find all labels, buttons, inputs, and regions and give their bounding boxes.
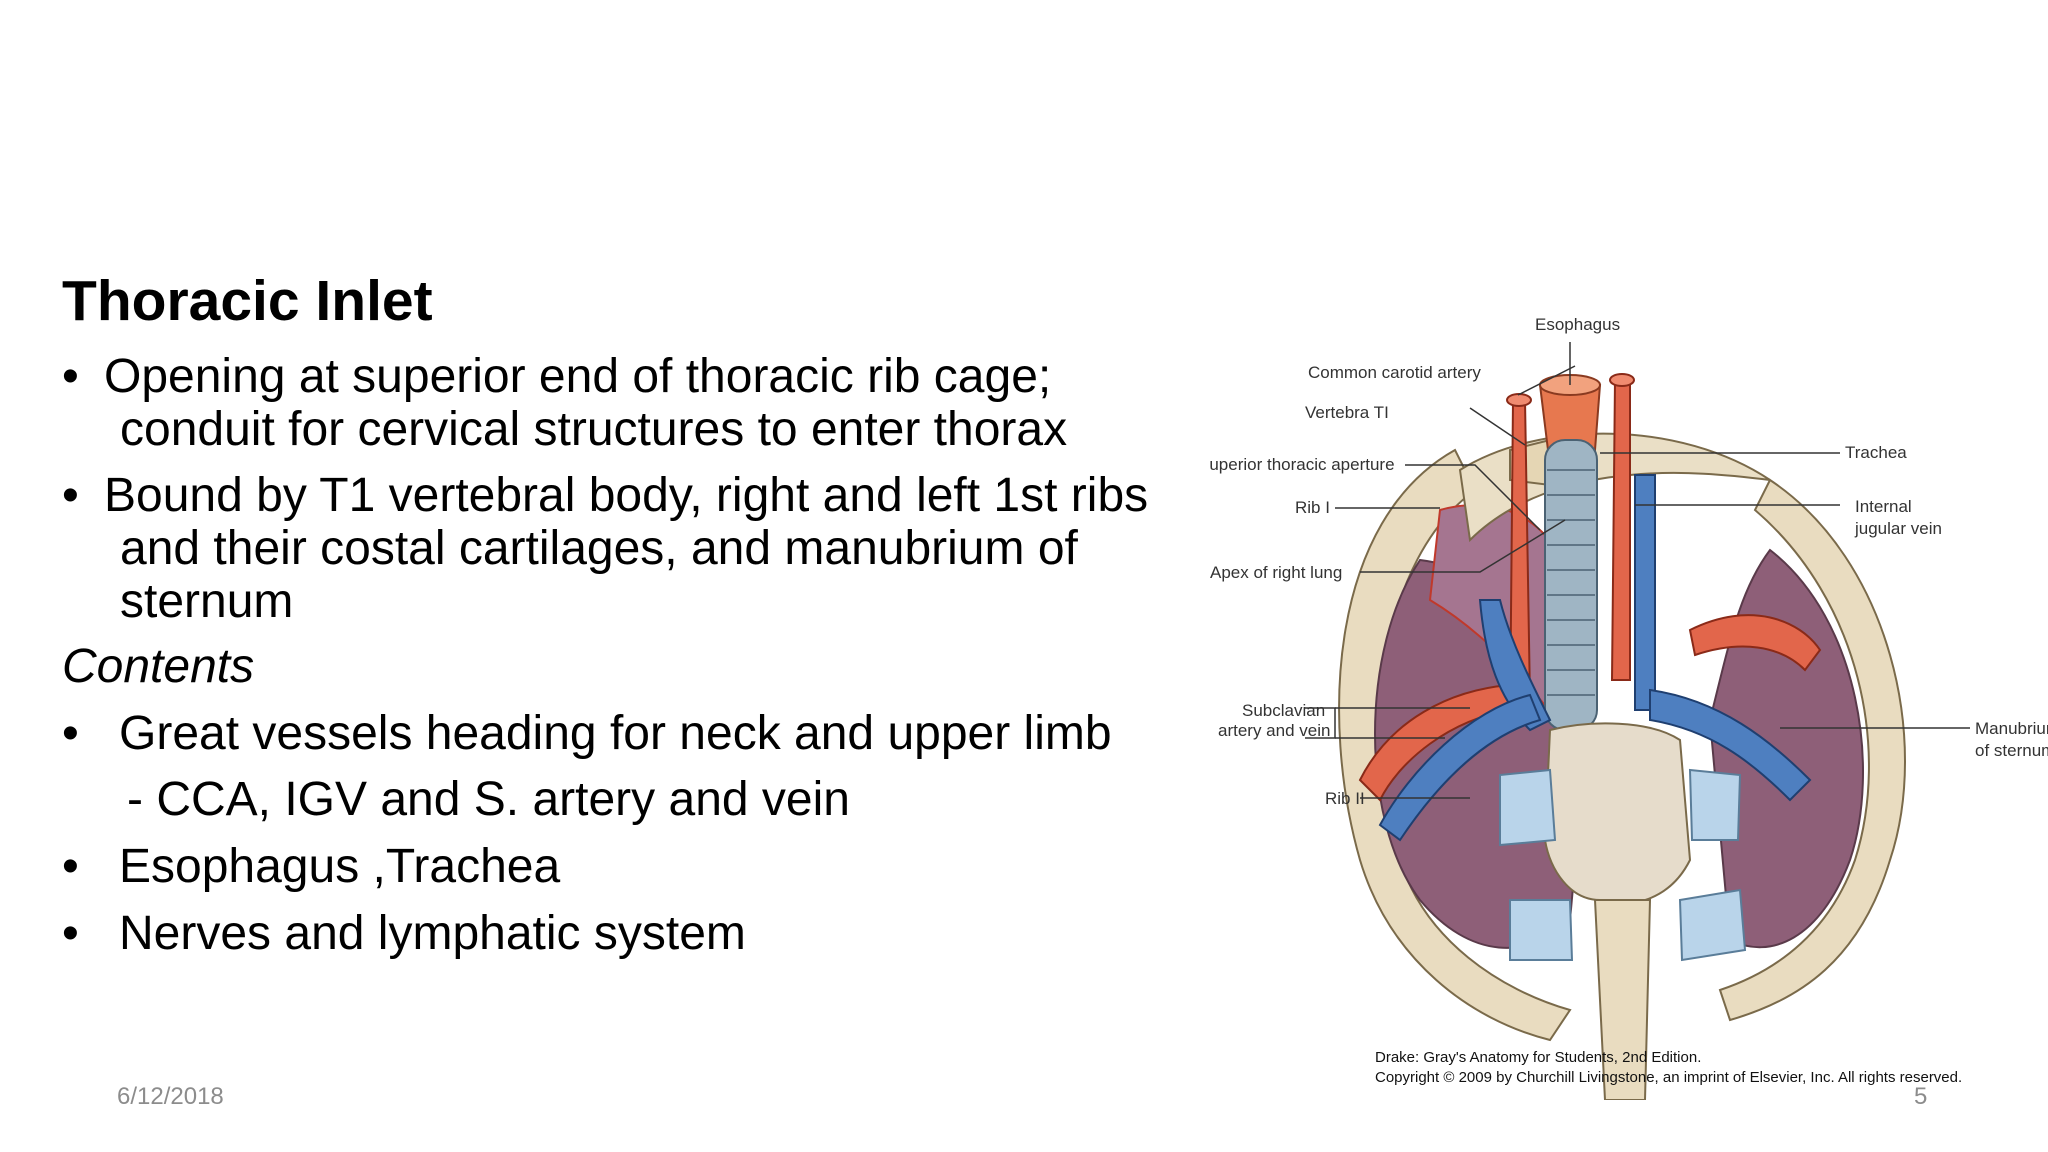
label-rib-2: Rib II (1325, 789, 1365, 808)
label-vertebra-t1: Vertebra TI (1305, 403, 1389, 422)
contents-heading: Contents (62, 640, 255, 693)
figure-credit-line-1: Drake: Gray's Anatomy for Students, 2nd … (1375, 1049, 1701, 1066)
bullet-text-line: conduit for cervical structures to enter… (120, 403, 1068, 456)
label-apex-right-lung: Apex of right lung (1210, 563, 1342, 582)
bullet-text-line: sternum (120, 575, 294, 628)
contents-item-text: Nerves and lymphatic system (119, 907, 746, 960)
contents-item-esophagus-trachea: • Esophagus ,Trachea (62, 840, 1222, 893)
slide-title: Thoracic Inlet (62, 269, 433, 333)
bullet-marker: • (62, 350, 79, 403)
costal-cartilage-1-right (1499, 768, 1557, 847)
label-rib-1: Rib I (1295, 498, 1330, 517)
right-internal-jugular-vein (1478, 599, 1552, 732)
label-esophagus: Esophagus (1535, 315, 1620, 334)
label-internal-jugular-vein: Internal (1855, 497, 1912, 516)
slide-body: • Opening at superior end of thoracic ri… (62, 350, 1222, 960)
label-manubrium: Manubrium (1975, 719, 2048, 738)
label-subclavian: Subclavian (1242, 701, 1325, 720)
label-trachea: Trachea (1845, 443, 1907, 462)
rib-cage-right (1718, 478, 1906, 1022)
bullet-marker: • (62, 707, 79, 760)
left-subclavian-artery (1688, 614, 1822, 672)
slide-date: 6/12/2018 (117, 1083, 224, 1110)
label-common-carotid-artery: Common carotid artery (1308, 363, 1481, 382)
bullet-text-line: and their costal cartilages, and manubri… (120, 522, 1078, 575)
bullet-text-line: Bound by T1 vertebral body, right and le… (104, 469, 1149, 522)
bullet-marker: • (62, 907, 79, 960)
contents-item-nerves: • Nerves and lymphatic system (62, 907, 1222, 960)
slide-number: 5 (1914, 1083, 1928, 1110)
sternum-body (1593, 899, 1652, 1100)
contents-item-text: Great vessels heading for neck and upper… (119, 707, 1112, 760)
label-manubrium-2: of sternum (1975, 741, 2048, 760)
contents-item-great-vessels: • Great vessels heading for neck and upp… (62, 707, 1222, 760)
internal-jugular-vein-left (1634, 474, 1656, 711)
label-internal-jugular-vein-2: jugular vein (1854, 519, 1942, 538)
bullet-marker: • (62, 469, 79, 522)
left-brachiocephalic-vein (1649, 688, 1812, 802)
contents-item-text: Esophagus ,Trachea (119, 840, 561, 893)
leader-lines (1305, 342, 1970, 799)
bullet-text-line: Opening at superior end of thoracic rib … (104, 350, 1052, 403)
tracheal-rings (1547, 469, 1595, 696)
bullet-opening: • Opening at superior end of thoracic ri… (62, 350, 1222, 456)
subclavian-vein (1378, 693, 1542, 842)
label-superior-thoracic-aperture: Superior thoracic aperture (1210, 455, 1395, 474)
manubrium-of-sternum (1543, 722, 1692, 905)
thoracic-inlet-illustration: Esophagus Common carotid artery Vertebra… (1210, 315, 2048, 1100)
costal-cartilage-2-right (1509, 899, 1574, 961)
bullet-marker: • (62, 840, 79, 893)
figure-credit-line-2: Copyright © 2009 by Churchill Livingston… (1375, 1069, 1962, 1086)
left-common-carotid-artery (1610, 379, 1631, 681)
contents-subitem: - CCA, IGV and S. artery and vein (127, 773, 850, 826)
trachea (1544, 439, 1598, 731)
label-subclavian-2: artery and vein (1218, 721, 1330, 740)
costal-cartilage-1-left (1688, 768, 1742, 841)
subclavian-artery (1358, 683, 1511, 802)
costal-cartilage-2-left (1678, 888, 1747, 962)
bullet-bound: • Bound by T1 vertebral body, right and … (62, 469, 1222, 628)
